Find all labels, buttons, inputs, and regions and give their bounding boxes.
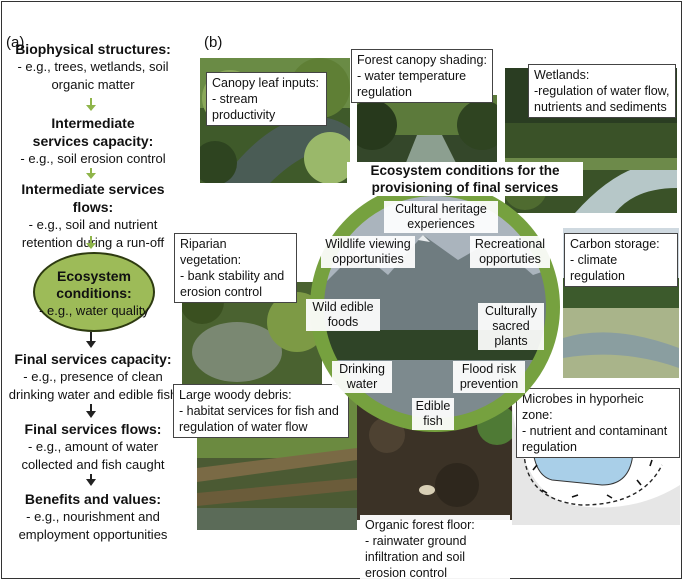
label-text: - nutrient and contaminant regulation (522, 424, 668, 454)
label-text: - habitat services for fish and regulati… (179, 404, 339, 434)
center-item-culturally-sacred-plants: Culturally sacred plants (478, 303, 544, 350)
flow-text: - e.g., soil erosion control (20, 151, 166, 166)
label-wetlands: Wetlands: -regulation of water flow, nut… (528, 64, 676, 118)
flow-step-benefits-values: Benefits and values: - e.g., nourishment… (0, 490, 186, 544)
flow-heading: Benefits and values: (24, 491, 162, 507)
label-text: -regulation of water flow, nutrients and… (534, 84, 670, 114)
center-item-flood-risk-prevention: Flood risk prevention (453, 361, 525, 393)
label-large-woody-debris: Large woody debris: - habitat services f… (173, 384, 349, 438)
label-text: - stream productivity (212, 92, 276, 122)
label-organic-forest-floor: Organic forest floor: - rainwater ground… (360, 515, 510, 583)
flow-step-final-capacity: Final services capacity: - e.g., presenc… (0, 350, 186, 404)
flow-heading: Final services flows: (24, 421, 162, 437)
label-text: - rainwater ground infiltration and soil… (365, 534, 467, 580)
panel-a-label: (a) (6, 34, 25, 51)
flow-text: - e.g., amount of water collected and fi… (21, 439, 165, 472)
center-item-edible-fish: Edible fish (412, 398, 454, 430)
flow-heading: Intermediate services capacity: (32, 115, 154, 149)
flow-heading: Final services capacity: (14, 351, 172, 367)
label-text: - water temperature regulation (357, 69, 467, 99)
label-title: Riparian vegetation: (180, 237, 242, 267)
flow-step-final-flows: Final services flows: - e.g., amount of … (0, 420, 186, 474)
label-text: - climate regulation (570, 253, 625, 283)
label-title: Carbon storage: (570, 237, 660, 251)
center-item-wildlife-viewing: Wildlife viewing opportunities (321, 236, 415, 268)
label-title: Microbes in hyporheic zone: (522, 392, 644, 422)
flow-heading: Ecosystem conditions: (56, 268, 132, 301)
center-item-cultural-heritage: Cultural heritage experiences (384, 201, 498, 233)
flow-step-biophysical-structures: Biophysical structures: - e.g., trees, w… (0, 40, 186, 94)
center-item-recreational: Recreational opportuties (470, 236, 550, 268)
flow-heading: Intermediate services flows: (21, 181, 165, 215)
flow-text: - e.g., trees, wetlands, soil organic ma… (17, 59, 169, 92)
label-title: Forest canopy shading: (357, 53, 487, 67)
label-forest-canopy-shading: Forest canopy shading: - water temperatu… (351, 49, 493, 103)
flow-text: - e.g., water quality (39, 303, 149, 318)
label-riparian-vegetation: Riparian vegetation: - bank stability an… (174, 233, 297, 303)
panel-b-label: (b) (204, 34, 223, 51)
label-title: Wetlands: (534, 68, 590, 82)
ecosystem-conditions-ellipse: Ecosystem conditions: - e.g., water qual… (33, 252, 155, 332)
center-title: Ecosystem conditions for the provisionin… (347, 162, 583, 196)
label-canopy-leaf-inputs: Canopy leaf inputs: - stream productivit… (206, 72, 327, 126)
label-text: - bank stability and erosion control (180, 269, 285, 299)
center-item-wild-edible-foods: Wild edible foods (306, 299, 380, 331)
flow-heading: Biophysical structures: (15, 41, 171, 57)
flow-step-intermediate-capacity: Intermediate services capacity: - e.g., … (0, 114, 186, 168)
label-title: Canopy leaf inputs: (212, 76, 320, 90)
label-title: Large woody debris: (179, 388, 292, 402)
label-title: Organic forest floor: (365, 518, 475, 532)
flow-text: - e.g., presence of clean drinking water… (8, 369, 178, 402)
label-carbon-storage: Carbon storage: - climate regulation (564, 233, 678, 287)
label-microbes-hyporheic-zone: Microbes in hyporheic zone: - nutrient a… (516, 388, 680, 458)
flow-text: - e.g., nourishment and employment oppor… (18, 509, 168, 542)
center-item-drinking-water: Drinking water (332, 361, 392, 393)
